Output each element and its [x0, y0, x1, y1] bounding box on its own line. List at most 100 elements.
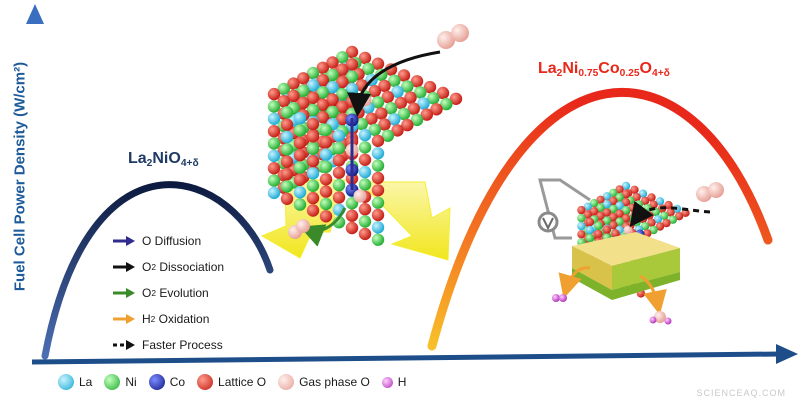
- lattice-atom: [371, 159, 385, 172]
- lattice-atom: [267, 100, 281, 113]
- lattice-atom: [293, 149, 307, 162]
- lattice-atom: [420, 108, 433, 121]
- lattice-atom: [414, 86, 427, 99]
- lattice-atom: [267, 162, 281, 175]
- lattice-atom: [655, 197, 665, 206]
- atom-label: Co: [169, 375, 186, 389]
- lattice-atom: [287, 77, 300, 90]
- lattice-atom: [280, 130, 294, 144]
- formula-text: Co: [598, 60, 620, 77]
- lattice-atom: [306, 130, 320, 143]
- voltmeter-v-icon: [542, 217, 554, 231]
- lattice-atom: [358, 227, 372, 241]
- formula-la2ni075co025o4: La2Ni0.75Co0.25O4+δ: [538, 60, 670, 79]
- gas-phase-o-atom-icon: [278, 374, 295, 390]
- lattice-atom: [306, 154, 320, 168]
- lattice-atom: [423, 80, 437, 94]
- lattice-atom: [602, 200, 612, 209]
- lattice-atom: [287, 89, 300, 103]
- lattice-atom: [358, 51, 372, 65]
- arrow-icon: [113, 288, 135, 298]
- lattice-atom: [384, 102, 398, 115]
- lattice-atom: [609, 188, 618, 198]
- lattice-atom: [609, 204, 618, 214]
- lattice-atom: [280, 167, 294, 181]
- lattice-atom: [358, 203, 372, 216]
- lattice-atom: [326, 81, 339, 94]
- lattice-atom: [615, 185, 624, 194]
- formula-text: NiO: [152, 150, 181, 167]
- lattice-atom: [319, 148, 333, 161]
- process-label: O Diffusion: [142, 234, 202, 248]
- formula-subscript: 4+δ: [652, 68, 670, 79]
- lattice-atom: [388, 113, 401, 126]
- lattice-atom: [615, 217, 624, 226]
- lattice-atom: [371, 134, 385, 148]
- lattice-atom: [378, 79, 391, 93]
- lattice-atom: [353, 189, 367, 203]
- lattice-atom: [319, 160, 333, 174]
- lattice-atom: [655, 222, 665, 231]
- lattice-atom: [589, 199, 599, 208]
- lattice-atom: [358, 128, 372, 142]
- lattice-atom: [375, 107, 388, 120]
- lattice-atom: [577, 205, 586, 215]
- lattice-atom: [404, 91, 417, 104]
- lattice-atom: [358, 215, 372, 228]
- y-axis-label: Fuel Cell Power Density (W/cm²): [11, 61, 29, 292]
- lattice-atom: [371, 221, 385, 234]
- lattice-atom: [649, 225, 658, 235]
- lattice-atom: [436, 86, 450, 100]
- atom-legend-h: H: [381, 375, 406, 389]
- lattice-atom: [267, 186, 281, 200]
- ni-atom-icon: [104, 374, 121, 390]
- lattice-atom: [401, 80, 414, 93]
- process-label: H: [142, 312, 151, 326]
- formula-subscript: 2: [556, 68, 563, 79]
- lattice-atom: [358, 153, 372, 166]
- lattice-atom: [371, 196, 385, 209]
- lattice-atom: [602, 225, 612, 234]
- lattice-atom: [336, 112, 349, 126]
- lattice-atom: [391, 85, 404, 99]
- y-axis-arrowhead: [26, 4, 44, 24]
- formula-subscript: 2: [146, 158, 153, 169]
- lattice-atom: [660, 211, 669, 220]
- lattice-atom: [362, 62, 375, 76]
- formula-text: La: [538, 60, 557, 77]
- h2o-molecule-right: [649, 311, 672, 325]
- atom-label: Lattice O: [218, 375, 267, 389]
- lattice-atom: [267, 87, 281, 101]
- formula-subscript: 0.25: [619, 68, 640, 79]
- lattice-atom: [297, 84, 310, 97]
- lattice-atom: [358, 141, 372, 154]
- lattice-atom: [267, 125, 281, 138]
- lattice-atom: [332, 141, 346, 155]
- x-axis: [31, 351, 781, 365]
- lattice-atom: [417, 97, 430, 110]
- process-label: Oxidation: [155, 312, 210, 326]
- lattice-atom: [427, 92, 440, 105]
- x-axis-arrowhead: [776, 344, 798, 364]
- lattice-atom: [609, 196, 618, 206]
- gas-o2-molecule-large-top: [437, 24, 469, 49]
- lattice-atom: [583, 210, 592, 219]
- lattice-atom: [577, 230, 586, 239]
- lattice-atom: [440, 97, 453, 111]
- lattice-atom: [267, 112, 281, 126]
- lattice-atom: [368, 123, 381, 136]
- process-label: Dissociation: [156, 260, 225, 274]
- large-crystal-la2nio4: [267, 45, 463, 246]
- lattice-atom: [332, 129, 346, 142]
- lattice-atom: [316, 73, 329, 87]
- atom-legend-co: Co: [148, 374, 186, 390]
- lattice-atom: [319, 210, 333, 223]
- formula-text: O: [639, 60, 652, 77]
- lattice-atom: [345, 209, 359, 222]
- lattice-atom: [345, 45, 359, 59]
- lattice-atom: [371, 184, 385, 197]
- lattice-atom: [319, 136, 333, 149]
- lattice-atom: [358, 165, 372, 179]
- lattice-atom: [596, 203, 605, 212]
